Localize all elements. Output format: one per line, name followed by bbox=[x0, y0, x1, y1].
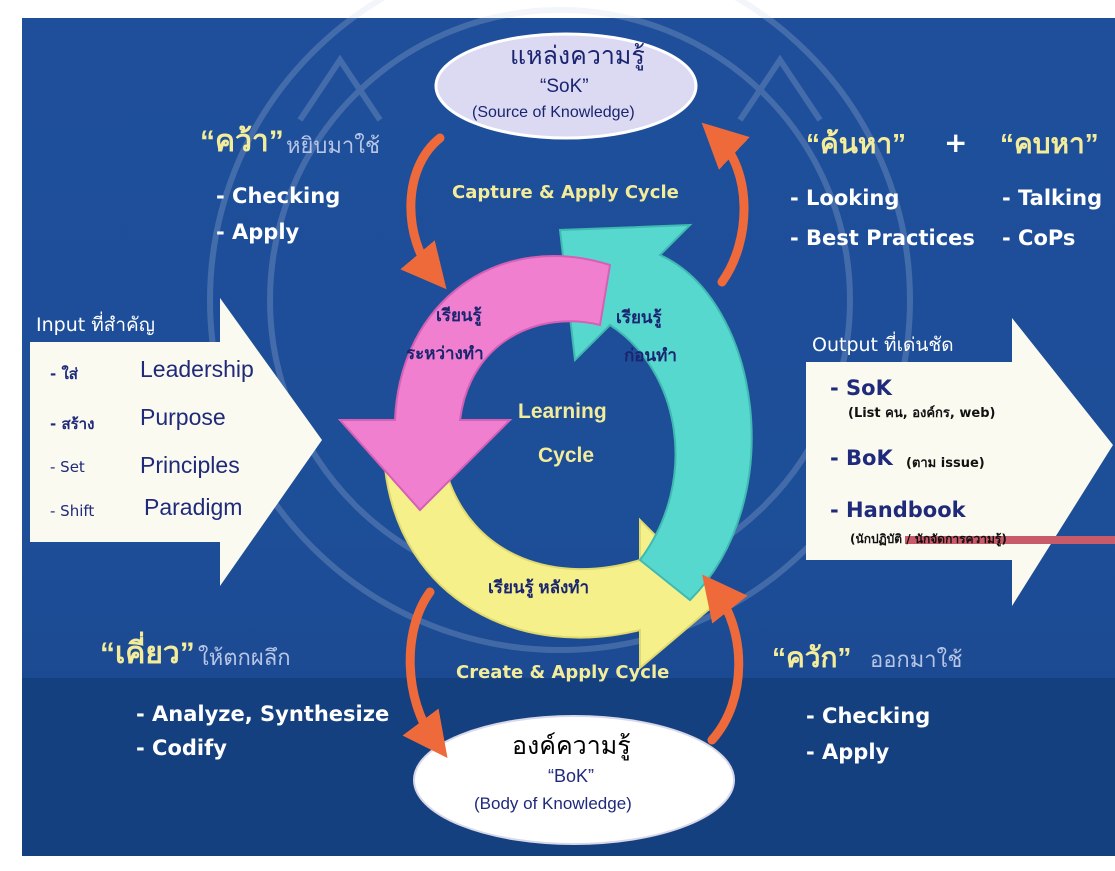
top-right-heading-1: “ค้นหา” bbox=[806, 128, 907, 159]
output-title: Output ที่เด่นชัด bbox=[812, 334, 954, 356]
yellow-cycle-arrow bbox=[383, 467, 722, 671]
bottom-right-item-1: - Checking bbox=[806, 704, 931, 728]
capture-apply-cycle-label: Capture & Apply Cycle bbox=[452, 182, 679, 203]
learning-cycle-line-1: Learning bbox=[518, 400, 607, 423]
output-sok-sub: (List คน, องค์กร, web) bbox=[848, 406, 996, 421]
cyan-cycle-arrow bbox=[558, 223, 753, 602]
input-prefix-3: - Set bbox=[50, 458, 85, 476]
top-left-item-1: - Checking bbox=[216, 184, 341, 208]
top-left-item-2: - Apply bbox=[216, 220, 300, 244]
top-left-heading-rest: หยิบมาใช้ bbox=[286, 133, 380, 158]
input-arrow bbox=[30, 298, 322, 586]
sok-abbr: “SoK” bbox=[540, 76, 589, 97]
output-handbook: - Handbook bbox=[830, 498, 966, 522]
bok-title: องค์ความรู้ bbox=[512, 732, 631, 760]
connector-arrow-bottom-right bbox=[702, 574, 748, 745]
input-word-3: Principles bbox=[140, 452, 240, 478]
top-right-item-cops: - CoPs bbox=[1002, 226, 1076, 250]
bottom-right-item-2: - Apply bbox=[806, 740, 890, 764]
top-right-item-looking: - Looking bbox=[790, 186, 900, 210]
output-bok-sub: (ตาม issue) bbox=[906, 456, 985, 471]
sok-full: (Source of Knowledge) bbox=[472, 104, 635, 121]
bok-abbr: “BoK” bbox=[548, 766, 595, 786]
connector-arrow-top-left bbox=[400, 133, 447, 290]
bottom-left-heading-quote: “เคี่ยว” bbox=[100, 637, 195, 670]
connector-arrow-top-right bbox=[701, 122, 750, 287]
bottom-left-item-1: - Analyze, Synthesize bbox=[136, 702, 390, 726]
yellow-label: เรียนรู้ หลังทำ bbox=[488, 578, 590, 597]
bok-ellipse bbox=[413, 715, 735, 845]
input-word-4: Paradigm bbox=[144, 494, 243, 520]
sok-ellipse bbox=[434, 32, 698, 140]
output-sok: - SoK bbox=[830, 376, 892, 400]
output-bok: - BoK bbox=[830, 446, 893, 470]
top-right-plus: + bbox=[944, 126, 968, 159]
connector-arrows bbox=[400, 122, 750, 759]
learning-cycle-line-2: Cycle bbox=[538, 444, 595, 467]
pink-label-1: เรียนรู้ bbox=[436, 306, 482, 325]
input-word-1: Leadership bbox=[140, 356, 254, 382]
learning-cycle bbox=[337, 223, 753, 671]
connector-arrow-bottom-left bbox=[402, 587, 448, 759]
cyan-label-2: ก่อนทำ bbox=[624, 346, 677, 365]
input-prefix-2: - สร้าง bbox=[50, 415, 95, 433]
pink-cycle-arrow bbox=[337, 255, 612, 512]
top-right-item-best-practices: - Best Practices bbox=[790, 226, 975, 250]
top-right-heading-2: “คบหา” bbox=[1000, 128, 1099, 159]
output-arrow bbox=[806, 318, 1113, 606]
bottom-left-item-2: - Codify bbox=[136, 736, 227, 760]
bottom-right-heading-rest: ออกมาใช้ bbox=[870, 647, 963, 672]
input-prefix-4: - Shift bbox=[50, 502, 95, 520]
top-left-heading-quote: “คว้า” bbox=[200, 125, 284, 158]
sok-title: แหล่งความรู้ bbox=[510, 42, 645, 70]
input-word-2: Purpose bbox=[140, 404, 226, 430]
input-title: Input ที่สำคัญ bbox=[36, 314, 155, 336]
bottom-left-heading-rest: ให้ตกผลึก bbox=[198, 645, 291, 670]
pink-label-2: ระหว่างทำ bbox=[406, 344, 484, 363]
create-apply-cycle-label: Create & Apply Cycle bbox=[456, 662, 670, 683]
handbook-highlight-bar bbox=[905, 536, 1115, 544]
cyan-label-1: เรียนรู้ bbox=[616, 308, 662, 327]
output-handbook-sub: (นักปฏิบัติ / นักจัดการความรู้) bbox=[850, 532, 1007, 546]
bok-full: (Body of Knowledge) bbox=[474, 794, 632, 813]
bottom-right-heading-quote: “ควัก” bbox=[772, 642, 852, 673]
input-prefix-1: - ใส่ bbox=[50, 365, 78, 383]
top-right-item-talking: - Talking bbox=[1002, 186, 1103, 210]
